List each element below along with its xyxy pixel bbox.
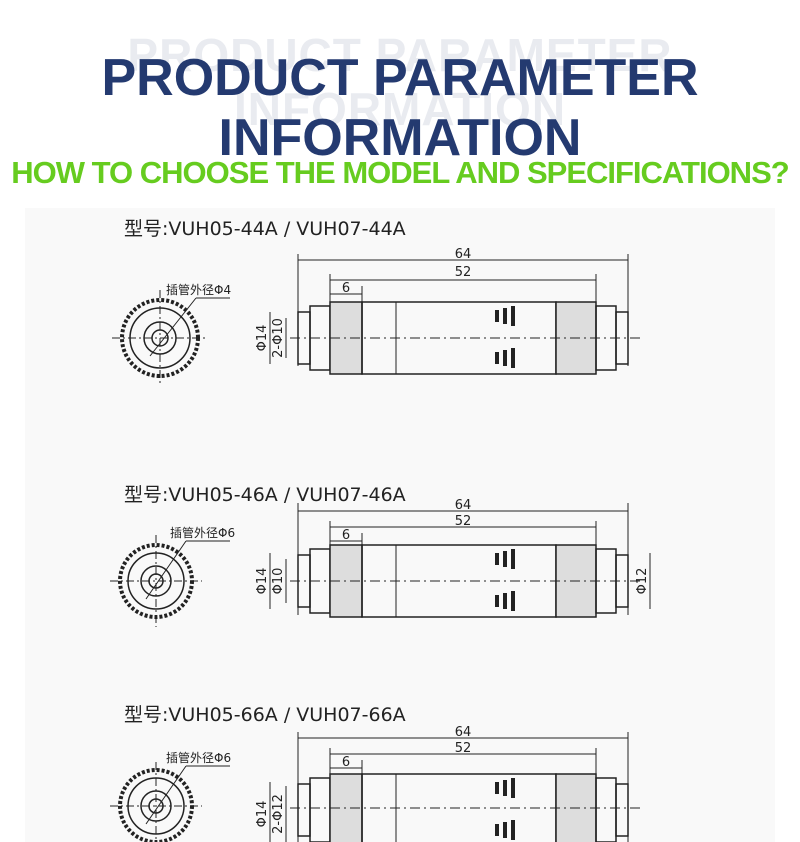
- drawing-sheet: [25, 208, 775, 842]
- body-diameter-1: Φ14: [255, 325, 270, 352]
- total-length-2: 64: [455, 498, 472, 513]
- body-length-1: 52: [455, 265, 472, 280]
- tube-diameter-label-2: 插管外径Φ6: [170, 525, 235, 540]
- nut-width-1: 6: [342, 281, 350, 296]
- body-length-3: 52: [455, 741, 472, 756]
- model-label-2: 型号:VUH05-46A / VUH07-46A: [124, 484, 406, 506]
- port-diameter-3: 2-Φ12: [271, 794, 286, 834]
- end-view-1: [112, 290, 230, 386]
- model-label-3: 型号:VUH05-66A / VUH07-66A: [124, 704, 406, 726]
- end-view-2: [110, 535, 230, 627]
- body-diameter-3: Φ14: [255, 801, 270, 828]
- end-view-3: [110, 762, 230, 842]
- header-ghost-text: PRODUCT PARAMETER INFORMATION: [127, 29, 673, 135]
- side-view-3: [269, 732, 640, 842]
- port-diameter-2: Φ10: [271, 568, 286, 595]
- side-view-2: [269, 503, 651, 618]
- side-view-1: [269, 254, 640, 375]
- tube-diameter-label-1: 插管外径Φ4: [166, 282, 231, 297]
- total-length-3: 64: [455, 725, 472, 740]
- model-label-1: 型号:VUH05-44A / VUH07-44A: [124, 218, 406, 240]
- page-title: PRODUCT PARAMETER INFORMATION: [101, 49, 699, 167]
- technical-drawing-1: 插管外径Φ4 64 52 6 Φ14 2-Φ10: [112, 247, 640, 386]
- nut-width-3: 6: [342, 755, 350, 770]
- technical-drawing-3: 插管外径Φ6 64 52 6 Φ14 2-Φ12: [110, 725, 640, 842]
- body-length-2: 52: [455, 514, 472, 529]
- page-subtitle: HOW TO CHOOSE THE MODEL AND SPECIFICATIO…: [11, 155, 789, 190]
- technical-drawing-2: 插管外径Φ6 64 52 6 Φ14 Φ10 Φ12: [110, 498, 651, 627]
- nut-width-2: 6: [342, 528, 350, 543]
- total-length-1: 64: [455, 247, 472, 262]
- body-diameter-2: Φ14: [255, 568, 270, 595]
- port-diameter-1: 2-Φ10: [271, 318, 286, 358]
- right-diameter-2: Φ12: [635, 568, 650, 595]
- tube-diameter-label-3: 插管外径Φ6: [166, 750, 231, 765]
